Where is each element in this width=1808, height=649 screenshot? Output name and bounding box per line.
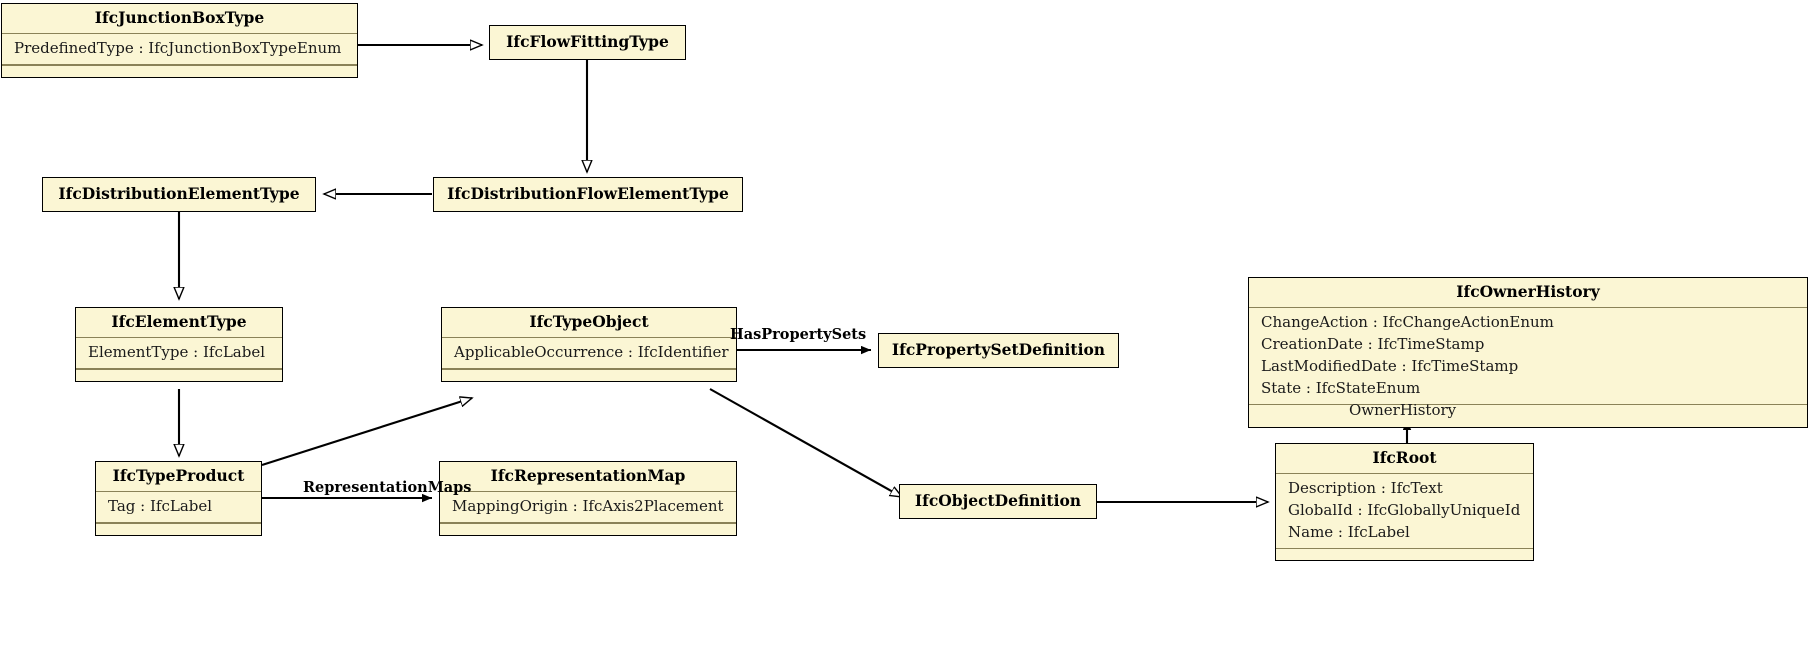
operation-compartment bbox=[1249, 405, 1807, 427]
operation-compartment bbox=[442, 370, 736, 381]
attribute-compartment: ApplicableOccurrence : IfcIdentifier bbox=[442, 338, 736, 368]
operation-compartment bbox=[440, 524, 736, 535]
compartment-divider bbox=[96, 522, 261, 524]
class-attribute: Tag : IfcLabel bbox=[108, 497, 213, 516]
class-box-ifctypeobject[interactable]: IfcTypeObject ApplicableOccurrence : Ifc… bbox=[441, 307, 737, 382]
class-box-ifcdistributionelementtype[interactable]: IfcDistributionElementType bbox=[42, 177, 316, 212]
operation-compartment bbox=[1276, 549, 1533, 560]
compartment-divider bbox=[1249, 403, 1807, 406]
class-attribute: Description : IfcText bbox=[1288, 479, 1443, 498]
attribute-compartment: Tag : IfcLabel bbox=[96, 492, 261, 522]
association-label-ownerhistory: OwnerHistory bbox=[1349, 401, 1457, 419]
class-box-ifcflowfittingtype[interactable]: IfcFlowFittingType bbox=[489, 25, 686, 60]
class-box-ifcobjectdefinition[interactable]: IfcObjectDefinition bbox=[899, 484, 1097, 519]
attribute-compartment: PredefinedType : IfcJunctionBoxTypeEnum bbox=[2, 34, 357, 64]
class-title: IfcPropertySetDefinition bbox=[891, 340, 1106, 359]
compartment-divider bbox=[2, 32, 357, 35]
compartment-divider bbox=[440, 522, 736, 524]
class-title: IfcDistributionFlowElementType bbox=[447, 184, 729, 203]
compartment-divider bbox=[96, 490, 261, 493]
class-box-ifcrepresentationmap[interactable]: IfcRepresentationMap MappingOrigin : Ifc… bbox=[439, 461, 737, 536]
compartment-divider bbox=[440, 490, 736, 493]
class-attribute: ApplicableOccurrence : IfcIdentifier bbox=[454, 343, 729, 362]
compartment-divider bbox=[442, 336, 736, 339]
association-label-haspropertysets: HasPropertySets bbox=[730, 326, 867, 343]
compartment-divider bbox=[442, 368, 736, 370]
class-title: IfcObjectDefinition bbox=[914, 491, 1082, 510]
class-box-ifcpropertysetdefinition[interactable]: IfcPropertySetDefinition bbox=[878, 333, 1119, 368]
class-attribute: ChangeAction : IfcChangeActionEnum bbox=[1261, 313, 1554, 332]
class-title: IfcRoot bbox=[1372, 448, 1437, 467]
class-attribute: Name : IfcLabel bbox=[1288, 523, 1410, 542]
class-box-ifcelementtype[interactable]: IfcElementType ElementType : IfcLabel bbox=[75, 307, 283, 382]
edge-typeobject-to-objectdefinition bbox=[709, 388, 902, 498]
attribute-compartment: ChangeAction : IfcChangeActionEnum Creat… bbox=[1249, 308, 1807, 404]
class-title: IfcTypeObject bbox=[529, 312, 649, 331]
class-box-ifcjunctionboxtype[interactable]: IfcJunctionBoxType PredefinedType : IfcJ… bbox=[1, 3, 358, 78]
attribute-compartment: ElementType : IfcLabel bbox=[76, 338, 282, 368]
compartment-divider bbox=[76, 368, 282, 370]
class-title: IfcDistributionElementType bbox=[58, 184, 300, 203]
compartment-divider bbox=[1276, 548, 1533, 550]
class-box-ifcdistributionflowelementtype[interactable]: IfcDistributionFlowElementType bbox=[433, 177, 743, 212]
class-title: IfcOwnerHistory bbox=[1456, 282, 1600, 301]
class-title: IfcRepresentationMap bbox=[490, 466, 686, 485]
compartment-divider bbox=[1276, 472, 1533, 475]
compartment-divider bbox=[2, 64, 357, 66]
class-title: IfcJunctionBoxType bbox=[94, 8, 265, 27]
class-box-ifctypeproduct[interactable]: IfcTypeProduct Tag : IfcLabel bbox=[95, 461, 262, 536]
attribute-compartment: MappingOrigin : IfcAxis2Placement bbox=[440, 492, 736, 522]
class-attribute: State : IfcStateEnum bbox=[1261, 379, 1421, 398]
association-label-representationmaps: RepresentationMaps bbox=[303, 479, 472, 496]
operation-compartment bbox=[2, 66, 357, 77]
class-title: IfcElementType bbox=[111, 312, 247, 331]
compartment-divider bbox=[76, 336, 282, 339]
class-attribute: ElementType : IfcLabel bbox=[88, 343, 266, 362]
class-box-ifcownerhistory[interactable]: IfcOwnerHistory ChangeAction : IfcChange… bbox=[1248, 277, 1808, 429]
class-attribute: LastModifiedDate : IfcTimeStamp bbox=[1261, 357, 1519, 376]
class-attribute: CreationDate : IfcTimeStamp bbox=[1261, 335, 1485, 354]
compartment-divider bbox=[1249, 306, 1807, 309]
class-attribute: PredefinedType : IfcJunctionBoxTypeEnum bbox=[14, 39, 342, 58]
class-attribute: MappingOrigin : IfcAxis2Placement bbox=[452, 497, 724, 516]
attribute-compartment: Description : IfcText GlobalId : IfcGlob… bbox=[1276, 474, 1533, 548]
class-box-ifcroot[interactable]: IfcRoot Description : IfcText GlobalId :… bbox=[1275, 443, 1534, 562]
class-attribute: GlobalId : IfcGloballyUniqueId bbox=[1288, 501, 1521, 520]
class-title: IfcFlowFittingType bbox=[506, 32, 669, 51]
operation-compartment bbox=[96, 524, 261, 535]
class-title: IfcTypeProduct bbox=[112, 466, 245, 485]
edge-typeproduct-to-typeobject bbox=[261, 398, 472, 467]
operation-compartment bbox=[76, 370, 282, 381]
